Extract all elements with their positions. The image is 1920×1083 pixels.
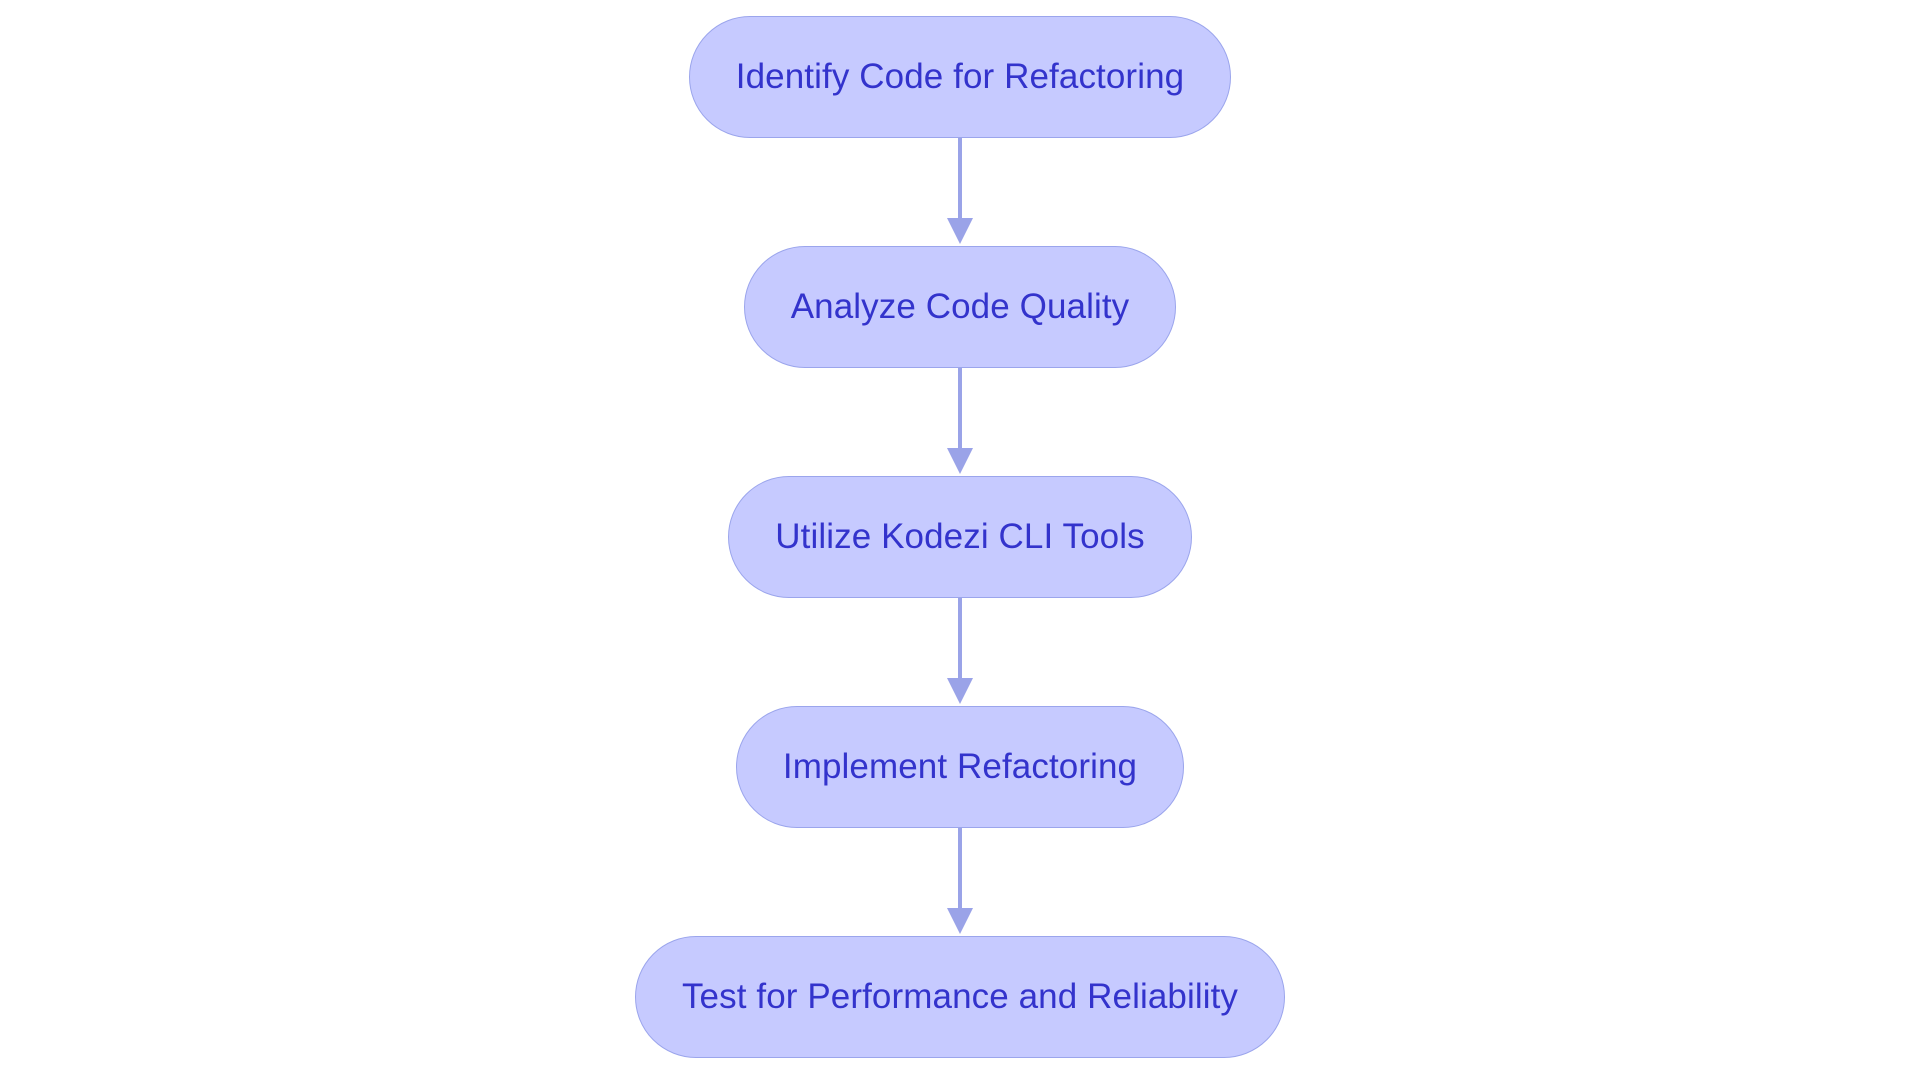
flow-edge-n2-to-n3	[940, 368, 980, 476]
flow-node-label: Analyze Code Quality	[790, 286, 1130, 326]
flow-node-label: Implement Refactoring	[782, 746, 1138, 786]
flow-node-label: Identify Code for Refactoring	[735, 56, 1185, 96]
flow-edge-n3-to-n4	[940, 598, 980, 706]
flow-edge-n1-to-n2	[940, 138, 980, 246]
flow-node-implement-refactoring[interactable]: Implement Refactoring	[735, 706, 1185, 828]
flow-node-identify-code-for-refactoring[interactable]: Identify Code for Refactoring	[688, 16, 1232, 138]
flow-node-label: Test for Performance and Reliability	[681, 976, 1239, 1016]
flow-edge-n4-to-n5	[940, 828, 980, 936]
flow-node-analyze-code-quality[interactable]: Analyze Code Quality	[743, 246, 1177, 368]
flow-node-label: Utilize Kodezi CLI Tools	[775, 516, 1145, 556]
flow-node-utilize-kodezi-cli-tools[interactable]: Utilize Kodezi CLI Tools	[728, 476, 1192, 598]
flow-node-test-for-performance-and-reliability[interactable]: Test for Performance and Reliability	[634, 936, 1286, 1058]
